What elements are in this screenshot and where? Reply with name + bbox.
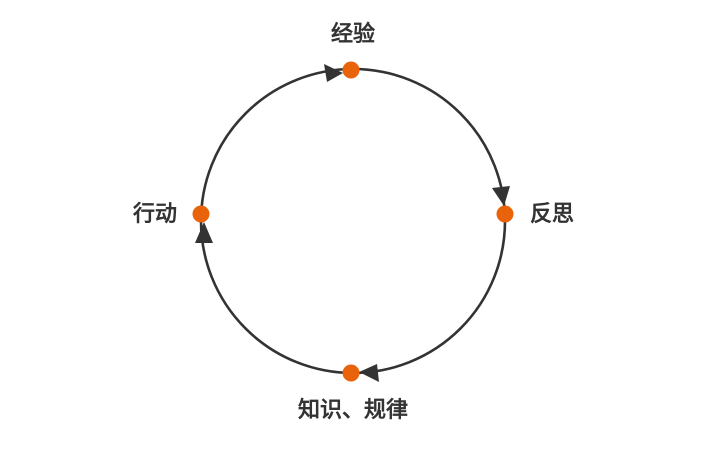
label-experience: 经验 <box>330 22 376 47</box>
node-knowledge <box>342 364 360 382</box>
arrow-to-experience <box>324 64 343 82</box>
cycle-ring <box>199 67 507 375</box>
arrow-to-reflection <box>492 186 510 206</box>
label-knowledge: 知识、规律 <box>297 398 409 423</box>
label-reflection: 反思 <box>530 202 575 227</box>
arrow-to-action <box>195 222 213 243</box>
node-action <box>192 205 210 223</box>
node-reflection <box>496 205 514 223</box>
label-action: 行动 <box>132 202 177 227</box>
node-experience <box>342 61 360 79</box>
arrow-to-knowledge <box>359 364 379 382</box>
